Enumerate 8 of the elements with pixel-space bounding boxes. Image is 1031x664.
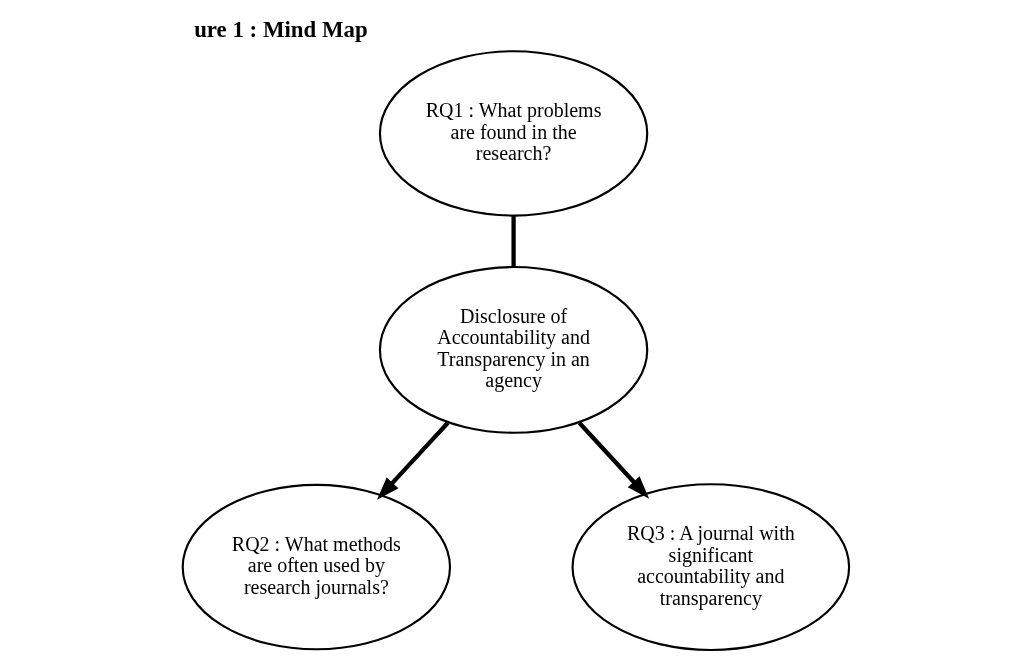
node-ellipse: RQ2 : What methods are often used by research journals? [181, 483, 451, 651]
node-ellipse: RQ3 : A journal with significant accountability and transparency [570, 483, 850, 652]
connector [510, 215, 516, 267]
arrow [376, 421, 449, 500]
diagram-title: ure 1 : Mind Map [193, 16, 368, 42]
arrow [577, 421, 649, 499]
node-ellipse: RQ1 : What problems are found in the research? [378, 50, 648, 217]
node-ellipse: Disclosure of Accountability and Transparency in an agency [378, 265, 648, 434]
